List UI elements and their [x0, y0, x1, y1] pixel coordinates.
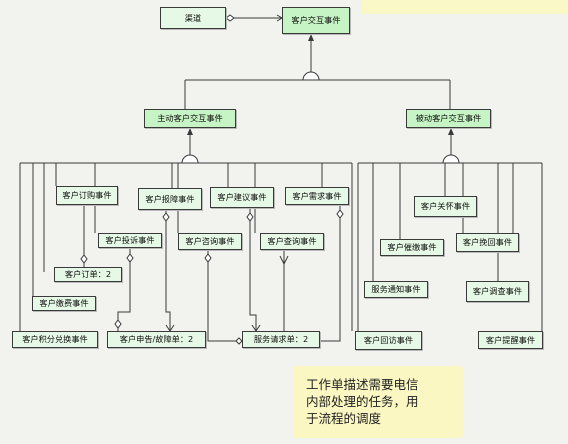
- node-reminder-event[interactable]: 客户催缴事件: [380, 239, 444, 256]
- node-report-fault-event[interactable]: 客户报障事件: [138, 188, 202, 210]
- node-complaint-fault-form[interactable]: 客户申告/故障单：2: [107, 331, 206, 348]
- generalization-marker-active: [181, 154, 199, 164]
- generalization-marker-passive: [442, 154, 460, 164]
- node-points-exchange-event[interactable]: 客户积分兑换事件: [12, 331, 98, 348]
- node-demand-event[interactable]: 客户需求事件: [285, 187, 349, 205]
- node-query-event[interactable]: 客户查询事件: [260, 233, 324, 250]
- node-service-notice-event[interactable]: 服务通知事件: [364, 281, 428, 298]
- node-subscribe-event[interactable]: 客户订购事件: [56, 186, 118, 205]
- node-active-customer-interaction-event[interactable]: 主动客户交互事件: [144, 109, 236, 128]
- node-consult-event[interactable]: 客户咨询事件: [178, 233, 242, 250]
- node-passive-customer-interaction-event[interactable]: 被动客户交互事件: [406, 109, 491, 128]
- node-channel[interactable]: 渠道: [160, 7, 226, 29]
- node-customer-interaction-event[interactable]: 客户交互事件: [282, 7, 350, 34]
- node-care-event[interactable]: 客户关怀事件: [414, 196, 477, 217]
- aggregation-diamond: [225, 14, 235, 22]
- node-payment-event[interactable]: 客户缴费事件: [32, 296, 96, 311]
- sticky-note-top: [362, 0, 568, 14]
- node-complaint-event[interactable]: 客户投诉事件: [98, 233, 162, 248]
- node-suggestion-event[interactable]: 客户建议事件: [210, 187, 274, 208]
- node-retention-event[interactable]: 客户挽回事件: [456, 233, 519, 252]
- node-survey-event[interactable]: 客户调查事件: [466, 281, 529, 302]
- node-alert-event[interactable]: 客户提醒事件: [478, 331, 543, 349]
- note-text: 工作单描述需要电信 内部处理的任务，用 于流程的调度: [306, 377, 419, 426]
- generalization-marker-top: [302, 71, 320, 81]
- node-callback-event[interactable]: 客户回访事件: [355, 331, 422, 350]
- node-order-form[interactable]: 客户订单：2: [54, 267, 122, 282]
- node-service-request-form[interactable]: 服务请求单：2: [242, 331, 320, 348]
- sticky-note: [293, 366, 463, 438]
